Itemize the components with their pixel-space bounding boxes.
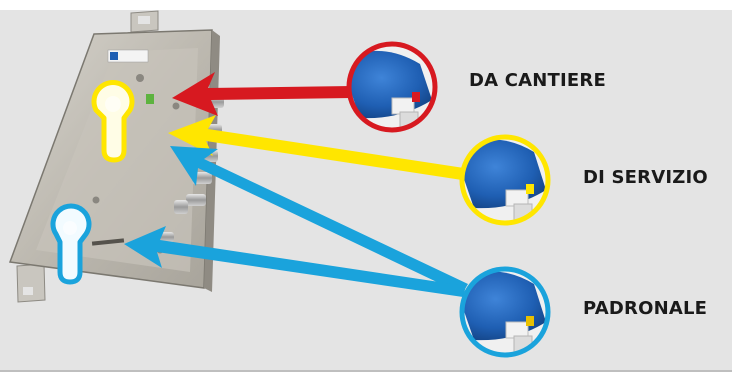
label-padronale: PADRONALE xyxy=(583,298,707,319)
label-da-cantiere: DA CANTIERE xyxy=(469,70,606,91)
key-circle-red xyxy=(340,44,435,132)
label-di-servizio: DI SERVIZIO xyxy=(583,167,708,188)
key-circle-yellow xyxy=(454,137,548,226)
key-circle-blue xyxy=(454,269,548,358)
